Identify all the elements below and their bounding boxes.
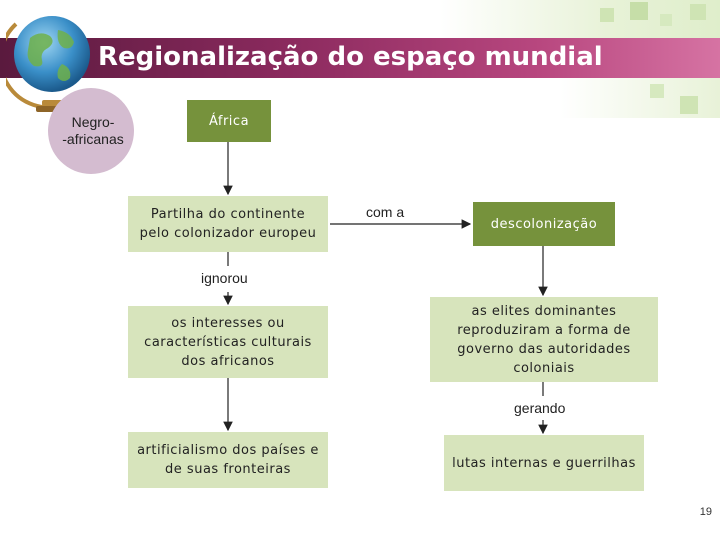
box-lutas: lutas internas e guerrilhas (444, 435, 644, 491)
page-number: 19 (700, 506, 712, 518)
box-africa: África (187, 100, 271, 142)
label-gerando: gerando (514, 400, 565, 416)
label-ignorou: ignorou (201, 270, 248, 286)
box-partilha: Partilha do continente pelo colonizador … (128, 196, 328, 252)
box-partilha-text: Partilha do continente pelo colonizador … (134, 205, 322, 243)
label-com-a: com a (366, 204, 404, 220)
box-africa-text: África (209, 112, 249, 131)
box-lutas-text: lutas internas e guerrilhas (452, 454, 636, 473)
box-elites-text: as elites dominantes reproduziram a form… (436, 302, 652, 378)
box-descolonizacao-text: descolonização (491, 215, 597, 234)
box-artificialismo-text: artificialismo dos países e de suas fron… (134, 441, 322, 479)
box-interesses-text: os interesses ou características cultura… (134, 314, 322, 371)
box-descolonizacao: descolonização (473, 202, 615, 246)
box-interesses: os interesses ou características cultura… (128, 306, 328, 378)
box-elites: as elites dominantes reproduziram a form… (430, 297, 658, 382)
box-artificialismo: artificialismo dos países e de suas fron… (128, 432, 328, 488)
